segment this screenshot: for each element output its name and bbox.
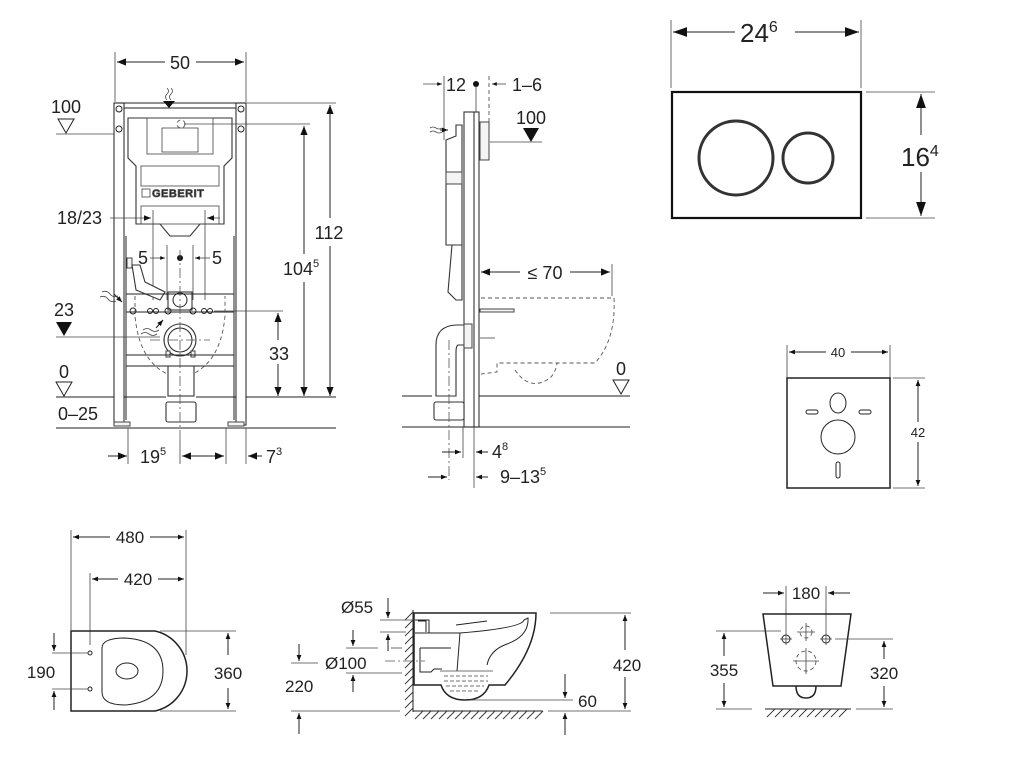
half-flush-button xyxy=(781,131,835,185)
water-inlet xyxy=(415,619,430,634)
level-floor-label: 0 xyxy=(616,359,626,379)
flush-pipe-side xyxy=(447,244,463,301)
wc-seat-outline xyxy=(101,637,164,706)
level-top-label: 100 xyxy=(516,108,546,128)
sound-insulation-pad-view: 40 42 xyxy=(786,345,925,489)
dim-pad-height: 42 xyxy=(911,425,925,440)
dim-wc-bolt-length: 420 xyxy=(124,570,152,589)
dim-bolt-height: 320 xyxy=(870,664,898,683)
dim-bowl-clearance: 60 xyxy=(578,692,597,711)
frame-profile xyxy=(463,111,480,428)
dim-plate-height: 164 xyxy=(901,142,939,172)
dim-pad-width: 40 xyxy=(831,345,845,360)
floor-range-label: 0–25 xyxy=(58,404,98,424)
level-top-label: 100 xyxy=(51,97,81,117)
level-floor-label: 0 xyxy=(59,362,69,382)
dim-foot-edge: 73 xyxy=(266,446,282,467)
frame-foot xyxy=(227,421,245,427)
dim-total-height: 112 xyxy=(315,223,344,243)
dim-plate-width: 246 xyxy=(740,18,778,48)
wc-outline xyxy=(134,296,226,379)
dim-projection: ≤ 70 xyxy=(528,263,563,283)
flush-pipe xyxy=(131,264,166,301)
support-rod xyxy=(479,308,515,313)
outlet-hole xyxy=(793,648,819,674)
dim-wc-width: 360 xyxy=(214,664,242,683)
water-inlet-icon xyxy=(429,126,443,134)
water-inlet-icon xyxy=(165,87,173,101)
fixing-bolt xyxy=(115,105,123,113)
wc-top-view: 480 420 190 360 xyxy=(27,528,242,712)
dim-install-depth: 9–135 xyxy=(500,466,546,487)
fixing-hole xyxy=(87,650,93,656)
dim-depth: 12 xyxy=(446,75,466,95)
level-marker-icon xyxy=(56,322,72,336)
offset-right-label: 5 xyxy=(212,248,222,268)
fixing-bolt xyxy=(237,125,245,133)
dim-outlet-height: 220 xyxy=(285,677,313,696)
dim-rim-height: 420 xyxy=(613,656,641,675)
dim-drain-height: 33 xyxy=(269,344,289,364)
floor-hatch xyxy=(414,710,544,720)
sound-pad xyxy=(786,377,891,489)
level-marker-icon xyxy=(57,118,75,135)
wc-outline xyxy=(480,297,615,384)
level-marker-icon xyxy=(523,128,539,142)
dim-back-bolt-spacing: 180 xyxy=(792,584,820,603)
front-view: 50 GEBERIT 100 18/23 5 xyxy=(51,52,343,467)
wc-bowl-back xyxy=(762,613,852,687)
frame-foot xyxy=(113,421,131,427)
flush-plate-mount xyxy=(479,121,490,161)
logo-icon xyxy=(141,188,151,198)
level-marker-icon xyxy=(55,381,73,398)
flush-plate-view: 246 164 xyxy=(670,18,939,220)
fixing-hole xyxy=(87,686,93,692)
dim-bolt-spacing: 190 xyxy=(27,663,55,682)
fixing-distance-label: 18/23 xyxy=(57,208,102,228)
floor-hatch xyxy=(766,708,848,718)
level-drain-label: 23 xyxy=(54,300,74,320)
waste-water-icon xyxy=(99,290,119,303)
dim-wc-length: 480 xyxy=(116,528,144,547)
brand-logo: GEBERIT xyxy=(152,188,204,200)
wc-back-view: 180 355 320 xyxy=(710,584,898,718)
dim-inlet-height: 355 xyxy=(710,661,738,680)
fixing-hole xyxy=(820,633,832,645)
cistern-side xyxy=(445,124,463,246)
frame-upright-left xyxy=(113,102,125,426)
wc-bowl-top xyxy=(70,630,188,712)
offset-left-label: 5 xyxy=(138,248,148,268)
dim-frame-depth: 48 xyxy=(492,441,508,462)
dim-wall-range: 1–6 xyxy=(512,75,542,95)
inlet-hole xyxy=(797,623,815,641)
wall-hatch xyxy=(404,611,414,717)
level-marker-icon xyxy=(612,379,630,396)
fixing-bolt xyxy=(237,105,245,113)
dim-width: 50 xyxy=(170,53,190,73)
fixing-bolt xyxy=(115,125,123,133)
side-view: 12 1–6 100 ≤ 70 0 xyxy=(402,75,630,488)
cistern xyxy=(127,117,233,237)
water-surface xyxy=(440,670,493,692)
dim-actuation-height: 1045 xyxy=(283,258,319,279)
drain-pipe xyxy=(167,365,195,397)
drain-bend xyxy=(165,401,197,423)
dim-foot-offset: 195 xyxy=(140,446,166,467)
dim-outlet-diameter: Ø100 xyxy=(325,654,367,673)
drain-bend xyxy=(435,324,465,397)
frame-upright-right xyxy=(235,102,247,426)
fixing-hole xyxy=(780,633,792,645)
dim-inlet-diameter: Ø55 xyxy=(341,598,373,617)
flush-plate xyxy=(670,90,863,220)
wc-bowl-side xyxy=(413,612,537,701)
full-flush-button xyxy=(697,119,775,197)
wc-side-view: Ø55 Ø100 220 420 60 xyxy=(285,598,641,735)
